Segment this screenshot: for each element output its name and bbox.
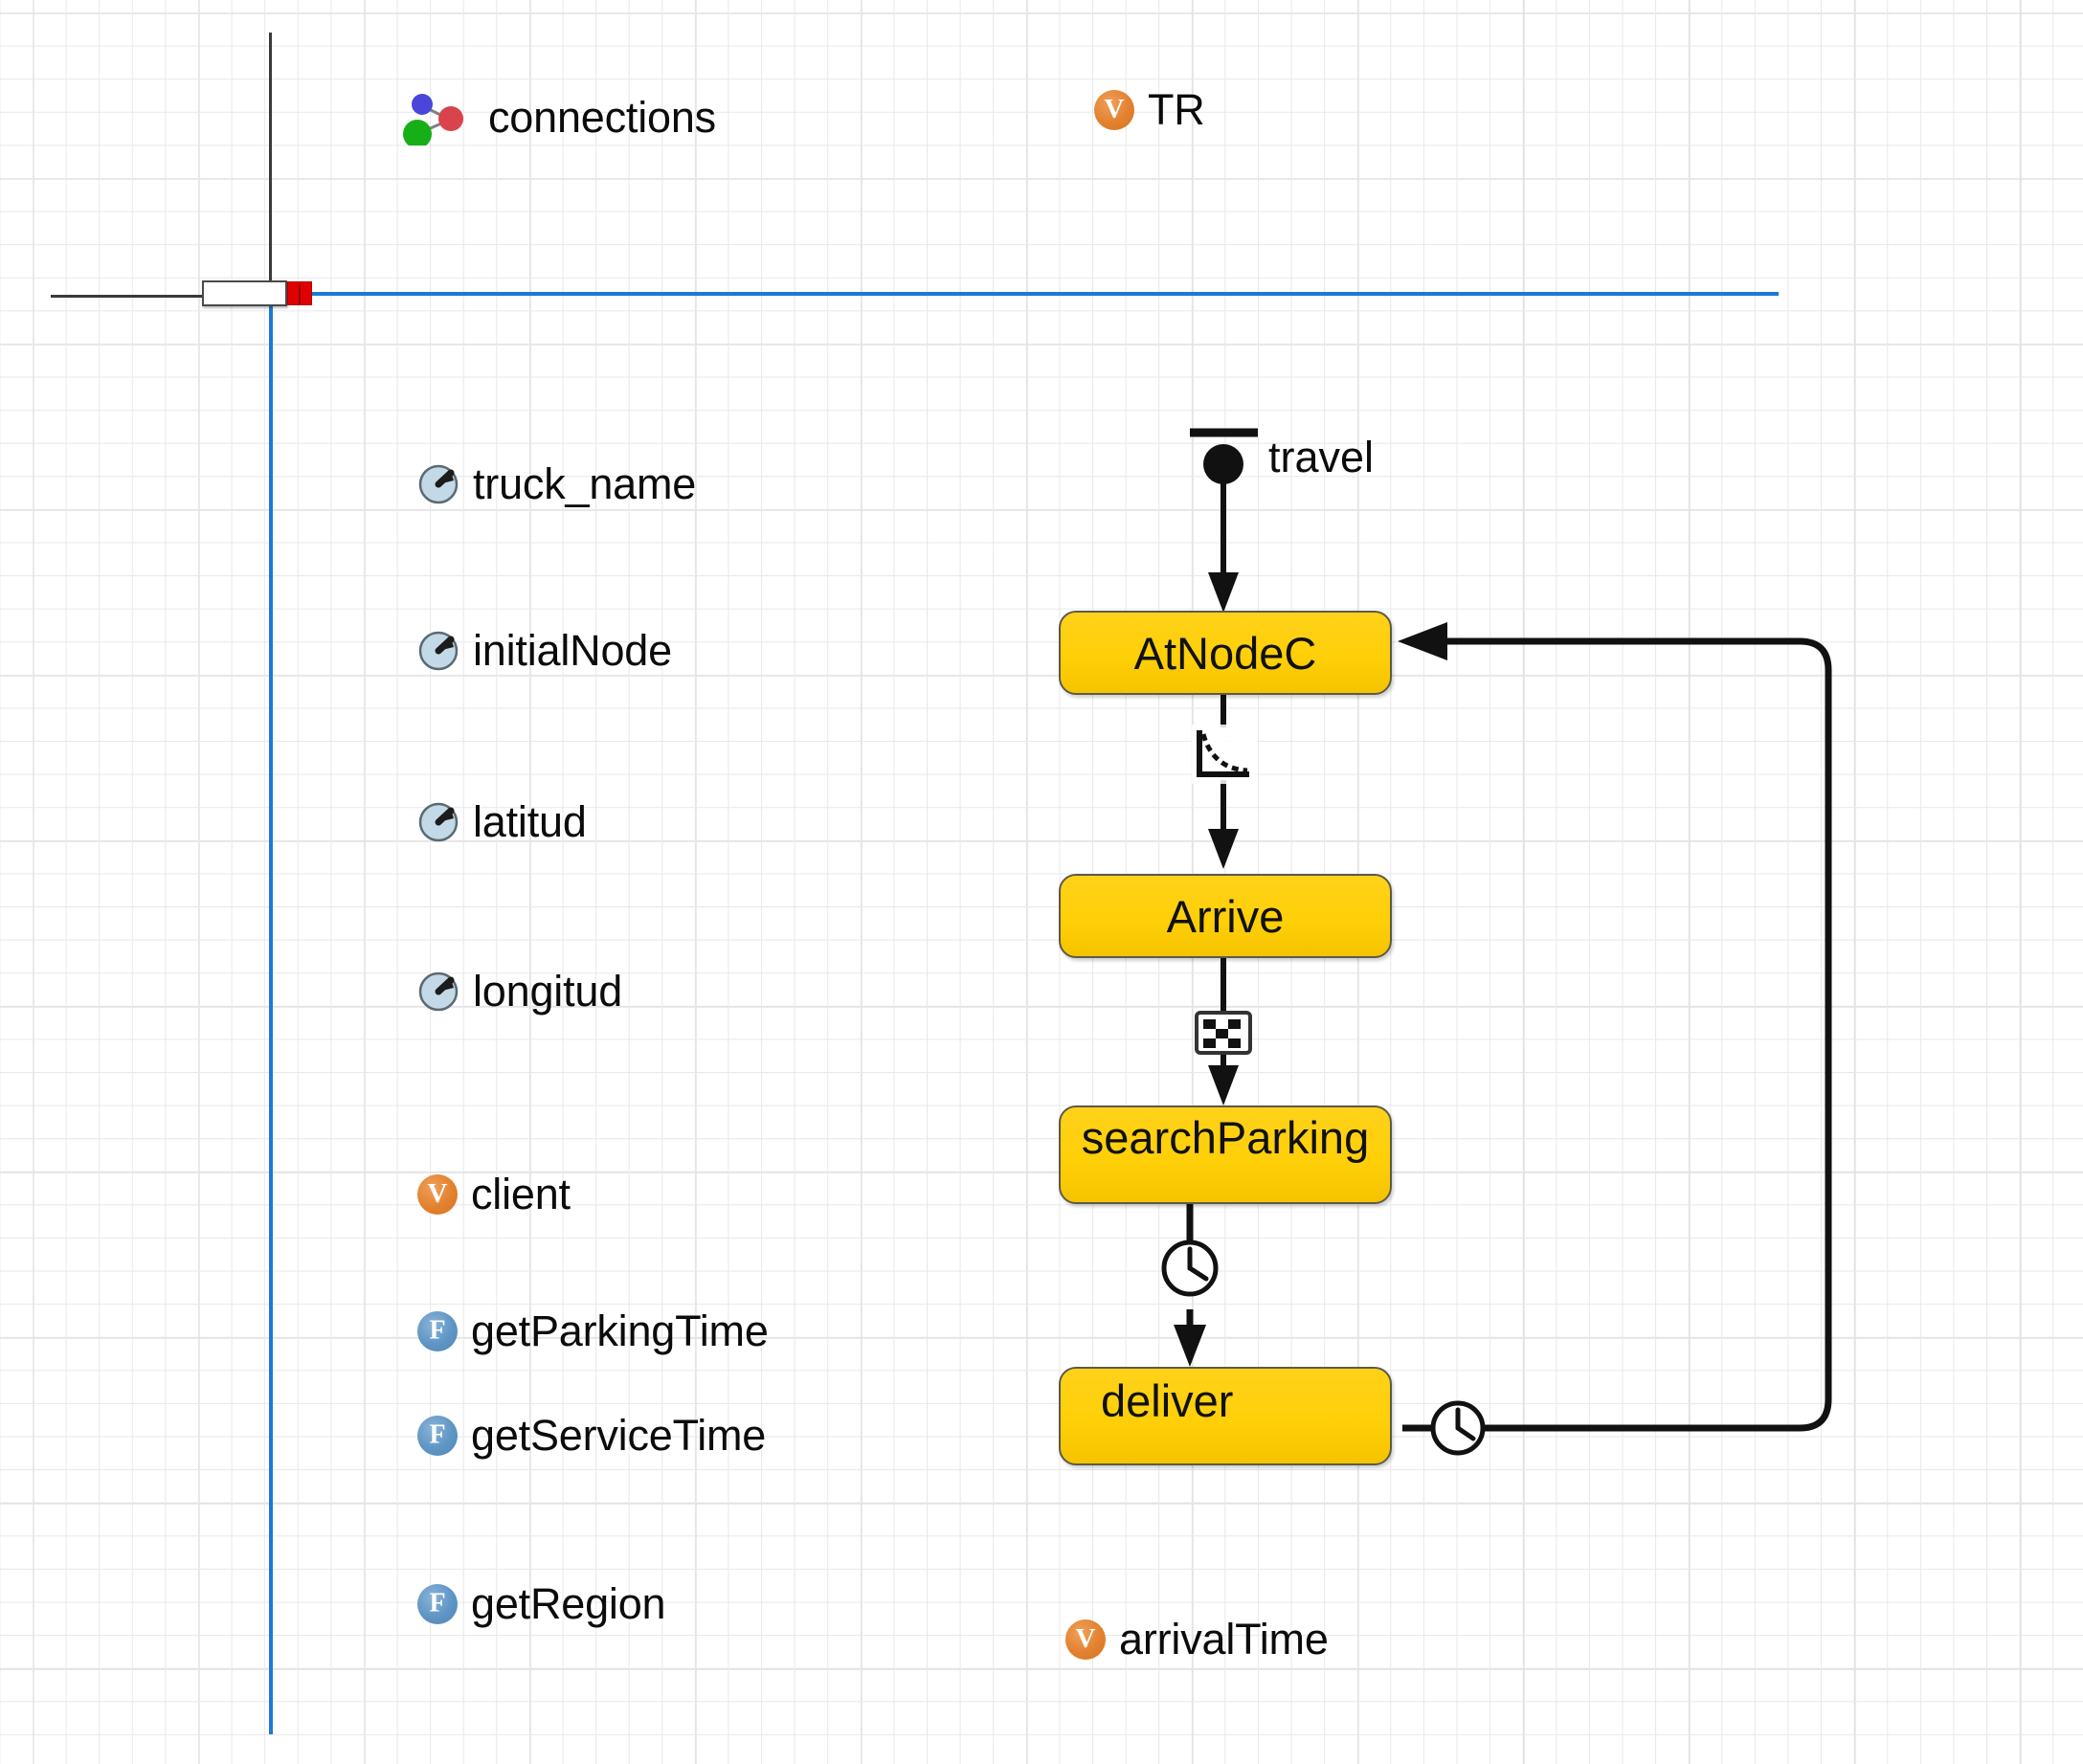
function-icon: F bbox=[417, 1583, 458, 1624]
parameter-icon bbox=[417, 971, 459, 1013]
element-label: longitud bbox=[473, 967, 623, 1016]
origin-marker-red[interactable] bbox=[287, 281, 312, 305]
state-searchparking[interactable]: searchParking bbox=[1059, 1105, 1392, 1204]
element-client[interactable]: V client bbox=[417, 1172, 571, 1216]
vertical-guide-blue bbox=[269, 299, 273, 1734]
state-label: searchParking bbox=[1081, 1112, 1370, 1163]
element-connections[interactable]: connections bbox=[400, 88, 716, 148]
element-latitud[interactable]: latitud bbox=[417, 800, 587, 843]
timeout-clock-icon[interactable] bbox=[1157, 1236, 1222, 1306]
element-get-parking-time[interactable]: F getParkingTime bbox=[417, 1309, 769, 1352]
function-icon: F bbox=[417, 1415, 458, 1456]
variable-icon: V bbox=[1065, 1619, 1106, 1660]
element-label: initialNode bbox=[473, 626, 672, 675]
agent-arrival-flag-icon[interactable] bbox=[1195, 1011, 1252, 1060]
statechart-entry-label: travel bbox=[1268, 433, 1375, 481]
parameter-icon bbox=[417, 463, 459, 505]
function-icon: F bbox=[417, 1310, 458, 1351]
element-initial-node[interactable]: initialNode bbox=[417, 629, 672, 672]
element-arrival-time[interactable]: V arrivalTime bbox=[1065, 1618, 1329, 1661]
state-label: AtNodeC bbox=[1133, 627, 1317, 679]
state-arrive[interactable]: Arrive bbox=[1059, 874, 1392, 958]
rate-icon[interactable] bbox=[1192, 725, 1257, 789]
element-label: connections bbox=[488, 92, 716, 142]
timeout-clock-icon[interactable] bbox=[1428, 1396, 1488, 1465]
element-get-service-time[interactable]: F getServiceTime bbox=[417, 1414, 766, 1457]
parameter-icon bbox=[417, 801, 459, 843]
state-deliver[interactable]: deliver bbox=[1059, 1367, 1392, 1465]
element-label: arrivalTime bbox=[1119, 1615, 1329, 1664]
variable-icon: V bbox=[417, 1173, 458, 1215]
element-tr[interactable]: V TR bbox=[1094, 88, 1205, 131]
element-label: getServiceTime bbox=[471, 1411, 767, 1460]
state-label: deliver bbox=[1101, 1375, 1234, 1426]
element-label: getParkingTime bbox=[471, 1306, 769, 1355]
statechart-entry-dot bbox=[1203, 444, 1243, 484]
element-label: latitud bbox=[473, 797, 587, 846]
connections-icon bbox=[400, 88, 475, 148]
variable-icon: V bbox=[1094, 89, 1134, 130]
vertical-ruler-guide-dark bbox=[269, 33, 272, 301]
element-label: getRegion bbox=[471, 1579, 666, 1628]
origin-handle[interactable] bbox=[202, 280, 287, 306]
element-label: truck_name bbox=[473, 459, 697, 508]
parameter-icon bbox=[417, 630, 459, 672]
state-atnodec[interactable]: AtNodeC bbox=[1059, 611, 1392, 695]
state-label: Arrive bbox=[1166, 890, 1285, 942]
element-truck-name[interactable]: truck_name bbox=[417, 462, 696, 505]
element-label: client bbox=[471, 1170, 571, 1218]
element-get-region[interactable]: F getRegion bbox=[417, 1579, 666, 1628]
element-label: TR bbox=[1148, 85, 1205, 134]
horizontal-guide-blue bbox=[304, 292, 1779, 296]
horizontal-ruler-guide-dark bbox=[51, 295, 208, 298]
element-longitud[interactable]: longitud bbox=[417, 970, 622, 1013]
